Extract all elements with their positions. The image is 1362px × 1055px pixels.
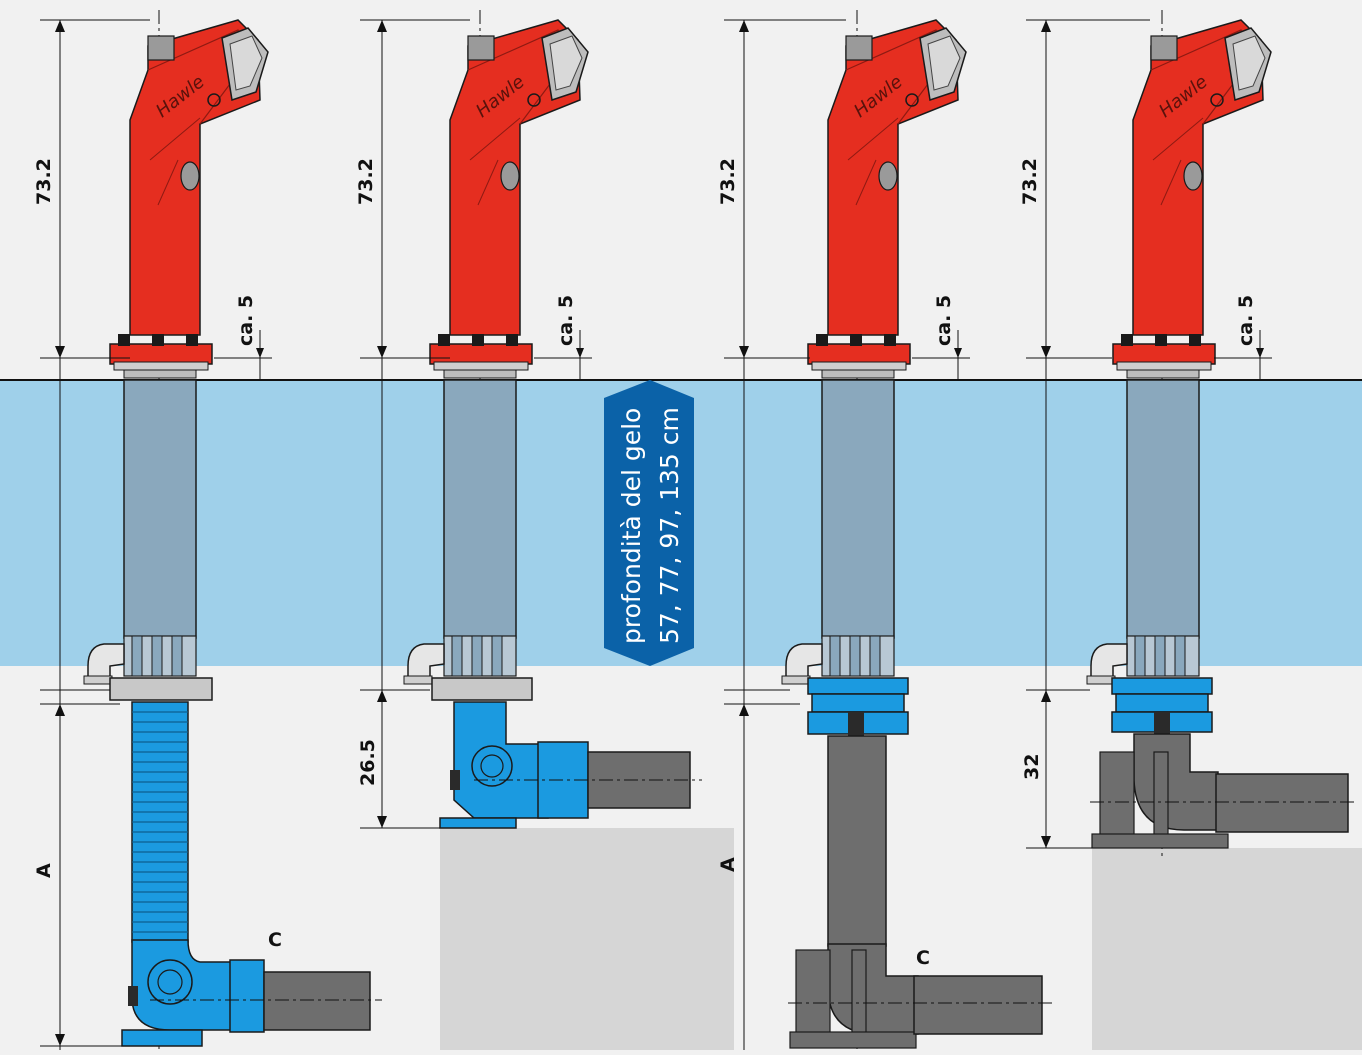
dim-top-height-3: 73.2 xyxy=(717,158,739,205)
frost-label-line2: 57, 77, 97, 135 cm xyxy=(655,407,684,644)
concrete-block-4 xyxy=(1092,848,1362,1050)
hydrant-3: 73.2 ca. 5 A C xyxy=(717,10,1054,1050)
dim-collar-3: ca. 5 xyxy=(933,295,955,346)
dim-c-1: C xyxy=(268,929,282,951)
dim-top-height-2: 73.2 xyxy=(355,158,377,205)
dim-short-b: 26.5 xyxy=(357,739,379,786)
hydrant-4: 73.2 ca. 5 32 xyxy=(1019,10,1358,860)
dim-a-3: A xyxy=(717,857,739,872)
frost-depth-badge: profondità del gelo 57, 77, 97, 135 cm xyxy=(604,380,694,666)
frost-label-line1: profondità del gelo xyxy=(617,408,646,644)
dim-top-height-1: 73.2 xyxy=(33,158,55,205)
dim-collar-2: ca. 5 xyxy=(555,295,577,346)
dim-collar-4: ca. 5 xyxy=(1235,295,1257,346)
dim-top-height-4: 73.2 xyxy=(1019,158,1041,205)
dim-collar-1: ca. 5 xyxy=(235,295,257,346)
hydrant-2: 73.2 ca. 5 26.5 xyxy=(355,10,702,829)
dim-short-d: 32 xyxy=(1021,754,1043,780)
dim-a-1: A xyxy=(33,863,55,878)
hydrant-1: 73.2 ca. 5 A C xyxy=(33,10,382,1050)
dim-c-3: C xyxy=(916,947,930,969)
concrete-block-2 xyxy=(440,828,734,1050)
